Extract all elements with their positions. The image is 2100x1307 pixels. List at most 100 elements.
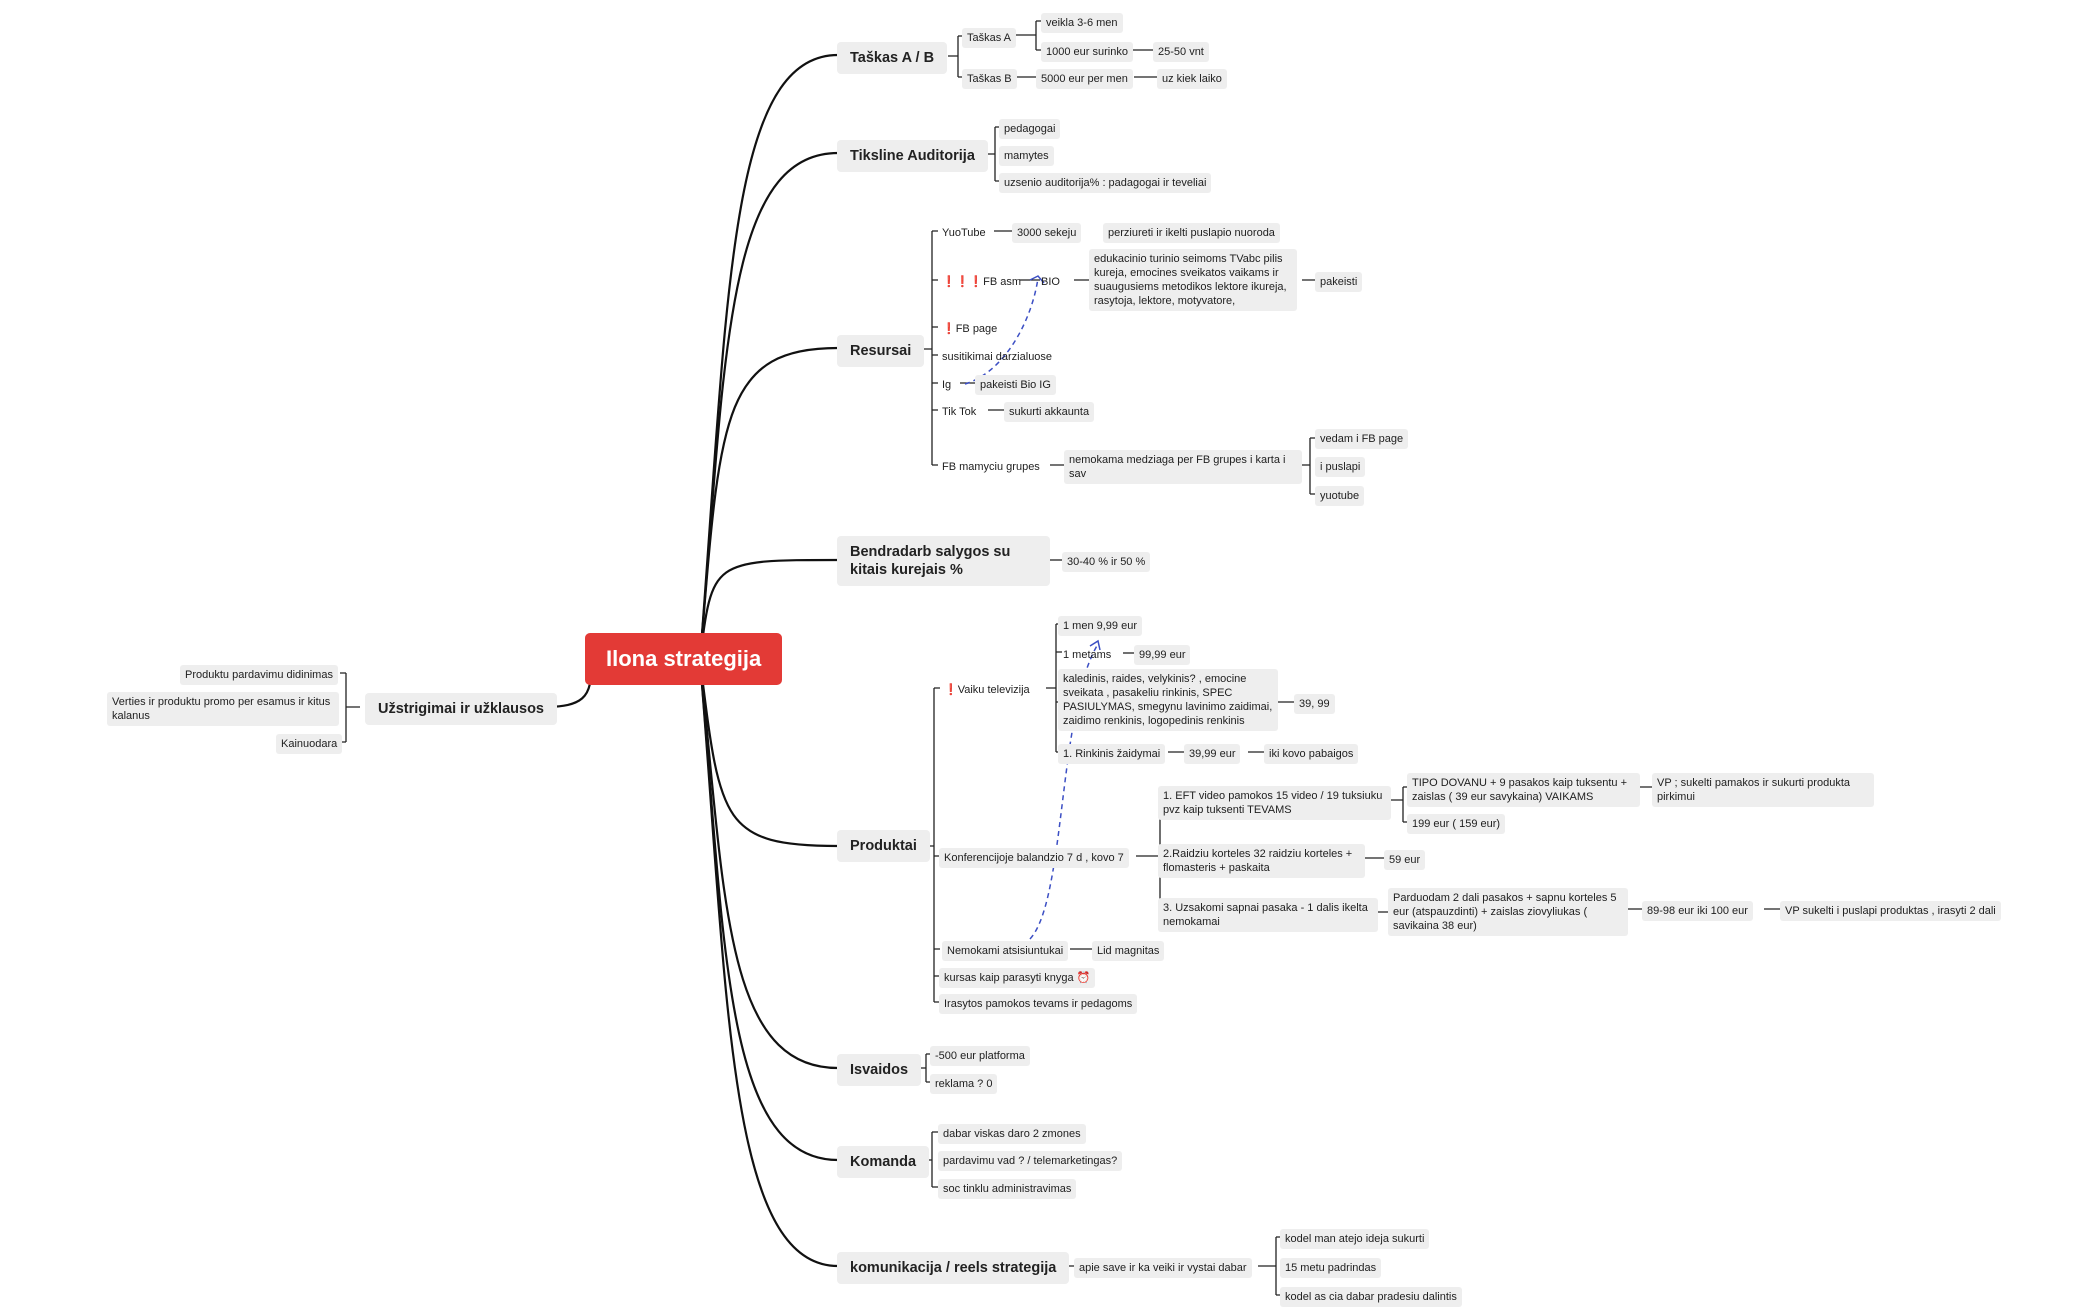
topic-taskas[interactable]: Taškas A / B <box>837 42 948 74</box>
topic-bendradarb[interactable]: Bendradarb salygos su kitais kurejais % <box>837 536 1050 586</box>
priority-marker-icon: ❗ <box>942 323 956 335</box>
item-label: BIO <box>1041 276 1060 288</box>
item-label: Parduodam 2 dali pasakos + sapnu kortele… <box>1393 892 1617 932</box>
komunikacija-ideja[interactable]: kodel man atejo ideja sukurti <box>1280 1229 1430 1249</box>
resursai-bio-pakeisti[interactable]: pakeisti <box>1315 272 1363 292</box>
produktai-konferencija[interactable]: Konferencijoje balandzio 7 d , kovo 7 <box>939 848 1129 868</box>
vaiku-rinkinis-terminas[interactable]: iki kovo pabaigos <box>1264 744 1359 764</box>
resursai-tiktok-akkaunta[interactable]: sukurti akkaunta <box>1004 402 1095 422</box>
vaiku-rinkiniai-kaina[interactable]: 39, 99 <box>1294 694 1335 714</box>
auditorija-pedagogai[interactable]: pedagogai <box>999 119 1061 139</box>
resursai-bio[interactable]: BIO <box>1036 272 1065 292</box>
konf-eft[interactable]: 1. EFT video pamokos 15 video / 19 tuksi… <box>1158 786 1391 820</box>
isvaidos-reklama[interactable]: reklama ? 0 <box>930 1074 998 1094</box>
item-label: uzsenio auditorija% : padagogai ir tevel… <box>1004 177 1207 189</box>
item-label: FB page <box>955 323 998 335</box>
konf-raidziu-kaina[interactable]: 59 eur <box>1384 850 1426 870</box>
resursai-youtube-sekeju[interactable]: 3000 sekeju <box>1012 223 1082 243</box>
resursai-mamyciu-medziaga[interactable]: nemokama medziaga per FB grupes i karta … <box>1064 450 1302 484</box>
resursai-bio-text[interactable]: edukacinio turinio seimoms TVabc pilis k… <box>1089 249 1297 311</box>
item-label: 3000 sekeju <box>1017 227 1077 239</box>
resursai-mamyciu-fb-page[interactable]: vedam i FB page <box>1315 429 1409 449</box>
resursai-ig-bio[interactable]: pakeisti Bio IG <box>975 375 1056 395</box>
topic-produktai[interactable]: Produktai <box>837 830 930 862</box>
komanda-pardavimu[interactable]: pardavimu vad ? / telemarketingas? <box>938 1151 1123 1171</box>
item-label: 59 eur <box>1389 854 1421 866</box>
item-label: 2.Raidziu korteles 32 raidziu korteles +… <box>1163 848 1353 874</box>
resursai-fb-page[interactable]: ❗FB page <box>937 319 1002 339</box>
alarm-clock-icon: ⏰ <box>1076 972 1091 984</box>
bendradarb-procentai[interactable]: 30-40 % ir 50 % <box>1062 552 1151 572</box>
vaiku-rinkinis-kaina[interactable]: 39,99 eur <box>1184 744 1241 764</box>
resursai-mamyciu-yuotube[interactable]: yuotube <box>1315 486 1365 506</box>
topic-auditorija[interactable]: Tiksline Auditorija <box>837 140 988 172</box>
resursai-fb-asm[interactable]: ❗❗❗FB asm <box>937 272 1026 292</box>
left-item-3[interactable]: Kainuodara <box>276 734 343 754</box>
central-topic[interactable]: Ilona strategija <box>585 633 783 685</box>
konf-eft-vp[interactable]: VP ; sukelti pamakos ir sukurti produkta… <box>1652 773 1874 807</box>
left-item-1[interactable]: Produktu pardavimu didinimas <box>180 665 338 685</box>
item-label: pakeisti <box>1320 276 1358 288</box>
topic-komunikacija[interactable]: komunikacija / reels strategija <box>837 1252 1070 1284</box>
topic-komanda[interactable]: Komanda <box>837 1146 930 1178</box>
produktai-nemokami[interactable]: Nemokami atsisiuntukai <box>942 941 1069 961</box>
vaiku-rinkinis-zaidymai[interactable]: 1. Rinkinis žaidymai <box>1058 744 1166 764</box>
komanda-zmones[interactable]: dabar viskas daro 2 zmones <box>938 1124 1086 1144</box>
resursai-susitikimai[interactable]: susitikimai darzialuose <box>937 347 1057 367</box>
konf-eft-kaina[interactable]: 199 eur ( 159 eur) <box>1407 814 1506 834</box>
taskas-a[interactable]: Taškas A <box>962 28 1017 48</box>
item-label: 5000 eur per men <box>1041 73 1128 85</box>
konf-sapnai-vp[interactable]: VP sukelti i puslapi produktas , irasyti… <box>1780 901 2001 921</box>
komunikacija-dalintis[interactable]: kodel as cia dabar pradesiu dalintis <box>1280 1287 1462 1307</box>
item-label: Vaiku televizija <box>957 684 1030 696</box>
priority-marker-icon: ❗❗❗ <box>942 276 984 288</box>
taskas-b[interactable]: Taškas B <box>962 69 1017 89</box>
topic-label: Tiksline Auditorija <box>850 148 975 164</box>
resursai-mamyciu-puslapi[interactable]: i puslapi <box>1315 457 1366 477</box>
vaiku-1-metams[interactable]: 1 metams <box>1058 645 1116 665</box>
vaiku-1-metams-kaina[interactable]: 99,99 eur <box>1134 645 1191 665</box>
komunikacija-apie-save[interactable]: apie save ir ka veiki ir vystai dabar <box>1074 1258 1252 1278</box>
taskas-b-laiko[interactable]: uz kiek laiko <box>1157 69 1227 89</box>
produktai-kursas[interactable]: kursas kaip parasyti knyga ⏰ <box>939 968 1096 988</box>
left-item-2[interactable]: Verties ir produktu promo per esamus ir … <box>107 692 339 726</box>
item-label: 39, 99 <box>1299 698 1330 710</box>
auditorija-mamytes[interactable]: mamytes <box>999 146 1054 166</box>
komanda-soc-tinklu[interactable]: soc tinklu administravimas <box>938 1179 1077 1199</box>
konf-sapnai[interactable]: 3. Uzsakomi sapnai pasaka - 1 dalis ikel… <box>1158 898 1378 932</box>
item-label: Produktu pardavimu didinimas <box>185 669 333 681</box>
vaiku-1-men[interactable]: 1 men 9,99 eur <box>1058 616 1142 636</box>
item-label: pedagogai <box>1004 123 1056 135</box>
produktai-vaiku-televizija[interactable]: ❗Vaiku televizija <box>939 680 1035 700</box>
isvaidos-platforma[interactable]: -500 eur platforma <box>930 1046 1030 1066</box>
resursai-youtube-perziureti[interactable]: perziureti ir ikelti puslapio nuoroda <box>1103 223 1280 243</box>
produktai-irasytos[interactable]: Irasytos pamokos tevams ir pedagoms <box>939 994 1138 1014</box>
item-label: perziureti ir ikelti puslapio nuoroda <box>1108 227 1275 239</box>
topic-resursai[interactable]: Resursai <box>837 335 925 367</box>
konf-eft-dovanu[interactable]: TIPO DOVANU + 9 pasakos kaip tuksentu + … <box>1407 773 1640 807</box>
item-label: VP sukelti i puslapi produktas , irasyti… <box>1785 905 1996 917</box>
komunikacija-padrindas[interactable]: 15 metu padrindas <box>1280 1258 1382 1278</box>
taskas-a-veikla[interactable]: veikla 3-6 men <box>1041 13 1123 33</box>
taskas-a-surinko[interactable]: 1000 eur surinko <box>1041 42 1133 62</box>
item-label: 199 eur ( 159 eur) <box>1412 818 1501 830</box>
topic-uzstrigimai[interactable]: Užstrigimai ir užklausos <box>365 693 557 725</box>
nemokami-lid-magnitas[interactable]: Lid magnitas <box>1092 941 1165 961</box>
konf-raidziu[interactable]: 2.Raidziu korteles 32 raidziu korteles +… <box>1158 844 1365 878</box>
resursai-fb-mamyciu[interactable]: FB mamyciu grupes <box>937 457 1045 477</box>
konf-sapnai-parduodam[interactable]: Parduodam 2 dali pasakos + sapnu kortele… <box>1388 888 1628 936</box>
item-label: 89-98 eur iki 100 eur <box>1647 905 1748 917</box>
taskas-b-per-men[interactable]: 5000 eur per men <box>1036 69 1133 89</box>
topic-isvaidos[interactable]: Isvaidos <box>837 1054 922 1086</box>
resursai-youtube[interactable]: YuoTube <box>937 223 991 243</box>
item-label: YuoTube <box>942 227 986 239</box>
vaiku-rinkiniai[interactable]: kaledinis, raides, velykinis? , emocine … <box>1058 669 1278 731</box>
konf-sapnai-kaina[interactable]: 89-98 eur iki 100 eur <box>1642 901 1753 921</box>
item-label: 1. EFT video pamokos 15 video / 19 tuksi… <box>1163 790 1383 816</box>
resursai-tiktok[interactable]: Tik Tok <box>937 402 981 422</box>
auditorija-uzsenio[interactable]: uzsenio auditorija% : padagogai ir tevel… <box>999 173 1212 193</box>
taskas-a-vnt[interactable]: 25-50 vnt <box>1153 42 1209 62</box>
resursai-ig[interactable]: Ig <box>937 375 956 395</box>
item-label: vedam i FB page <box>1320 433 1404 445</box>
item-label: kursas kaip parasyti knyga <box>944 972 1074 984</box>
